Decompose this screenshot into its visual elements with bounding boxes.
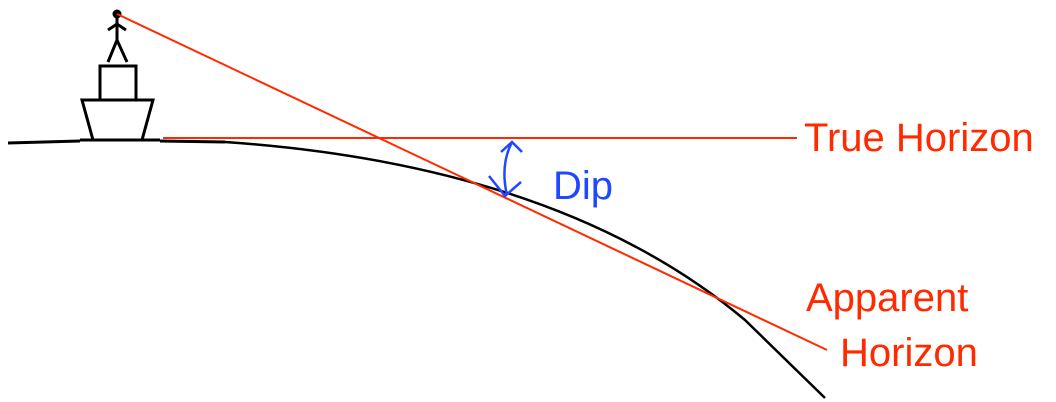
apparent-horizon-label-line1: Apparent — [806, 276, 968, 320]
dip-arrow — [488, 140, 523, 198]
apparent-horizon-label-line2: Horizon — [840, 331, 978, 375]
vessel-cabin — [98, 64, 138, 102]
dip-arrowhead-top — [500, 140, 523, 153]
observer-arms — [107, 22, 127, 32]
dip-arc — [503, 141, 514, 196]
sea-level-left — [7, 139, 81, 145]
true-horizon-label: True Horizon — [804, 116, 1034, 160]
person-on-buoy-icon — [80, 9, 155, 142]
observer-legs — [106, 36, 129, 63]
apparent-horizon-line — [116, 13, 828, 351]
sea-level-right-flat — [159, 139, 226, 144]
dip-label: Dip — [553, 164, 613, 208]
earth-surface — [7, 138, 826, 399]
earth-curvature — [224, 140, 826, 399]
dip-arrowhead-bottom — [488, 175, 522, 198]
vessel-hull — [80, 98, 155, 142]
